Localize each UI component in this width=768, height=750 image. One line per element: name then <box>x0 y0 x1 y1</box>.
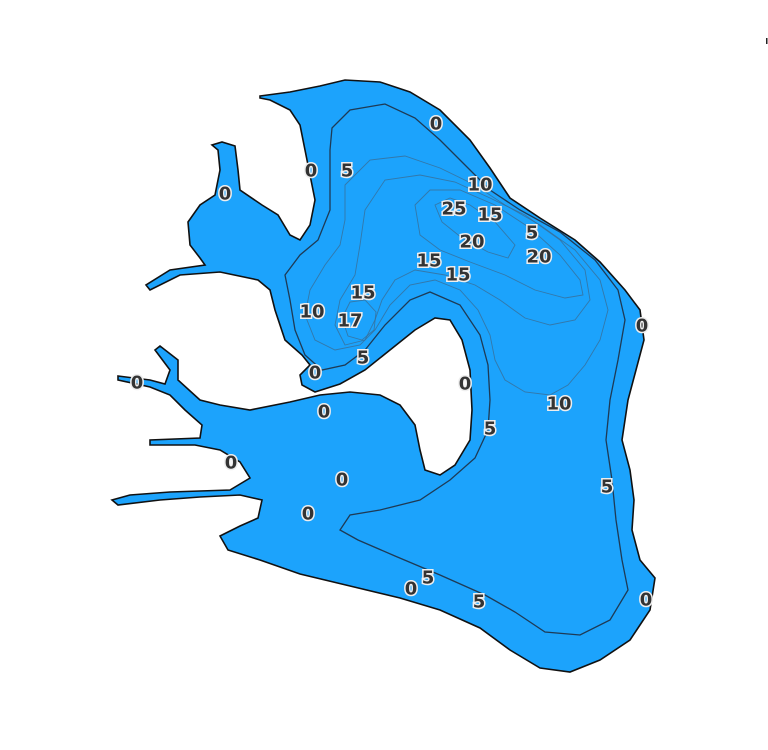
contour-label: 5 <box>484 419 497 440</box>
contour-label: 15 <box>350 283 375 304</box>
contour-label: 0 <box>309 363 322 384</box>
contour-label: 0 <box>219 184 232 205</box>
contour-label: 10 <box>546 394 571 415</box>
corner-tick-mark <box>766 38 768 44</box>
contour-label: 0 <box>302 504 315 525</box>
contour-label: 20 <box>459 232 484 253</box>
contour-label: 17 <box>337 311 362 332</box>
depth-zone-5 <box>284 103 629 636</box>
contour-label: 0 <box>131 373 144 394</box>
contour-label: 0 <box>430 114 443 135</box>
contour-label: 5 <box>357 348 370 369</box>
contour-label: 25 <box>441 199 466 220</box>
lake-outline <box>110 79 656 673</box>
contour-label: 10 <box>299 302 324 323</box>
contour-label: 0 <box>640 590 653 611</box>
contour-label: 5 <box>601 477 614 498</box>
contour-label: 0 <box>336 470 349 491</box>
contour-label: 20 <box>526 247 551 268</box>
contour-label: 5 <box>473 592 486 613</box>
depth-zone-20 <box>414 189 584 299</box>
depth-zone-15 <box>334 174 591 346</box>
water-body-main <box>110 79 656 673</box>
contour-label: 0 <box>459 374 472 395</box>
contour-label: 15 <box>445 265 470 286</box>
depth-zone-17 <box>341 299 377 341</box>
depth-zone-25 <box>434 197 516 259</box>
contour-label: 10 <box>467 175 492 196</box>
contour-label: 0 <box>318 402 331 423</box>
contour-label: 5 <box>526 223 539 244</box>
contour-label: 0 <box>636 316 649 337</box>
contour-labels: 0 0 5 0 10 25 15 5 20 20 15 15 15 10 17 … <box>129 112 654 614</box>
contour-label: 0 <box>405 579 418 600</box>
contour-label: 15 <box>416 251 441 272</box>
contour-label: 5 <box>422 568 435 589</box>
contour-label: 5 <box>341 161 354 182</box>
contour-label: 0 <box>305 161 318 182</box>
contour-label: 0 <box>225 453 238 474</box>
contour-label: 15 <box>477 205 502 226</box>
depth-zone-10 <box>304 155 609 396</box>
